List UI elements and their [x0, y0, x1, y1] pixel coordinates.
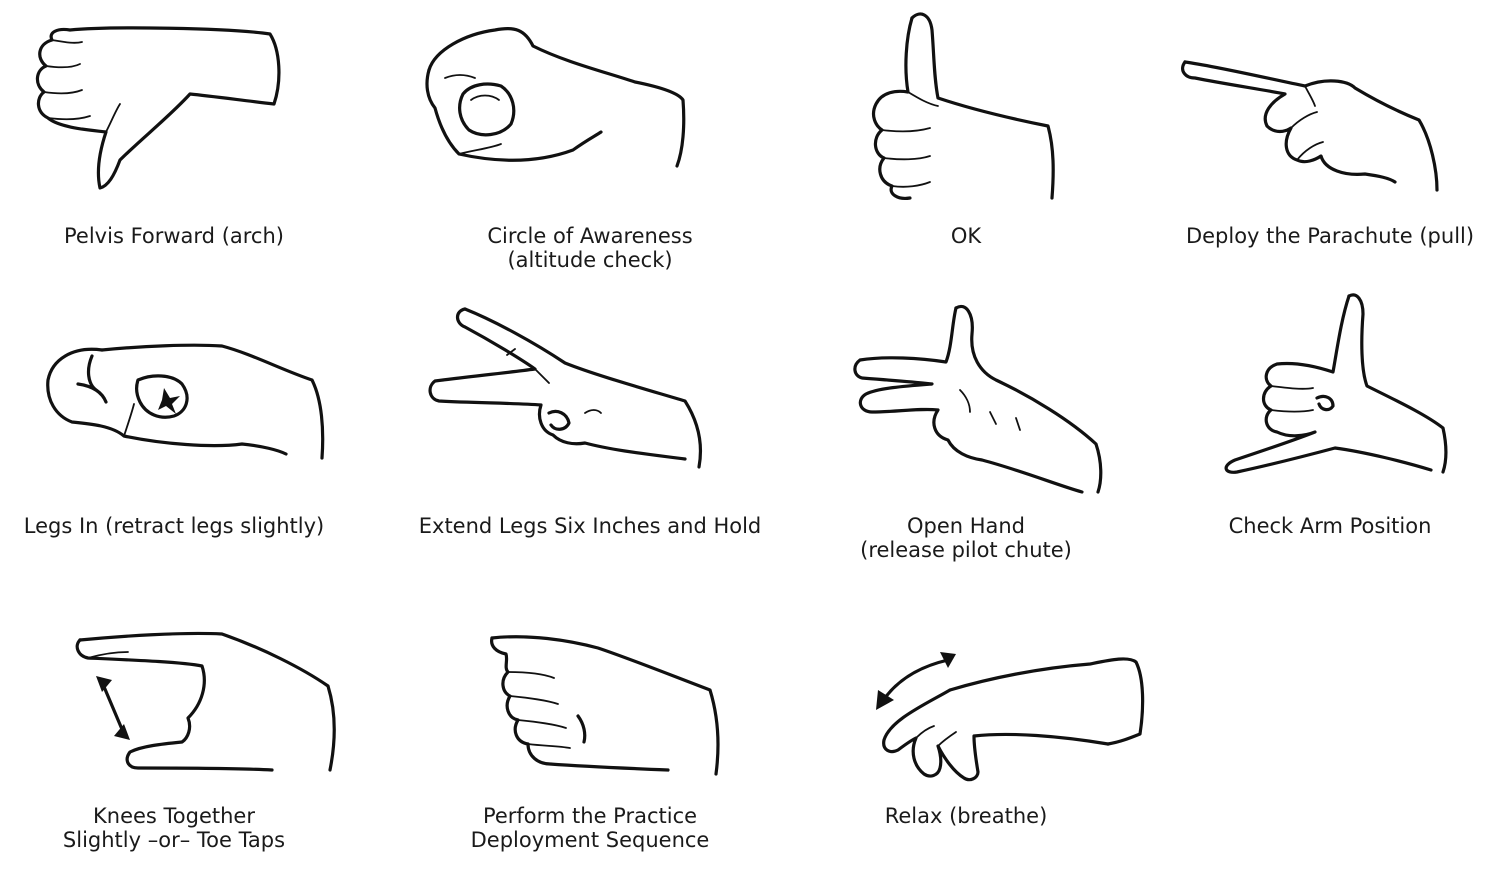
- signal-label: Perform the Practice Deployment Sequence: [470, 804, 710, 852]
- signal-label: Circle of Awareness (altitude check): [487, 224, 693, 272]
- signal-label: Open Hand (release pilot chute): [860, 514, 1072, 562]
- signal-label: Legs In (retract legs slightly): [23, 514, 325, 538]
- signal-label: Pelvis Forward (arch): [64, 224, 284, 248]
- signal-label: Knees Together Slightly –or– Toe Taps: [62, 804, 286, 852]
- signal-label: Extend Legs Six Inches and Hold: [418, 514, 762, 538]
- thumbs-up-hand-icon: [868, 8, 1058, 203]
- signal-label: Relax (breathe): [884, 804, 1048, 828]
- thumbs-down-hand-icon: [30, 20, 290, 195]
- grip-fist-hand-icon: [488, 630, 723, 778]
- signal-label: OK: [950, 224, 982, 248]
- pointing-hand-icon: [1175, 50, 1445, 195]
- relaxed-wave-hand-icon: [870, 628, 1145, 783]
- closed-fist-hand-icon: [42, 340, 327, 465]
- fist-circle-hand-icon: [415, 20, 690, 170]
- pinch-gap-hand-icon: [72, 628, 342, 776]
- shaka-hand-icon: [1215, 290, 1450, 475]
- signal-label: Deploy the Parachute (pull): [1185, 224, 1475, 248]
- open-hand-icon: [850, 300, 1105, 495]
- signal-label: Check Arm Position: [1228, 514, 1432, 538]
- two-fingers-hand-icon: [425, 305, 705, 473]
